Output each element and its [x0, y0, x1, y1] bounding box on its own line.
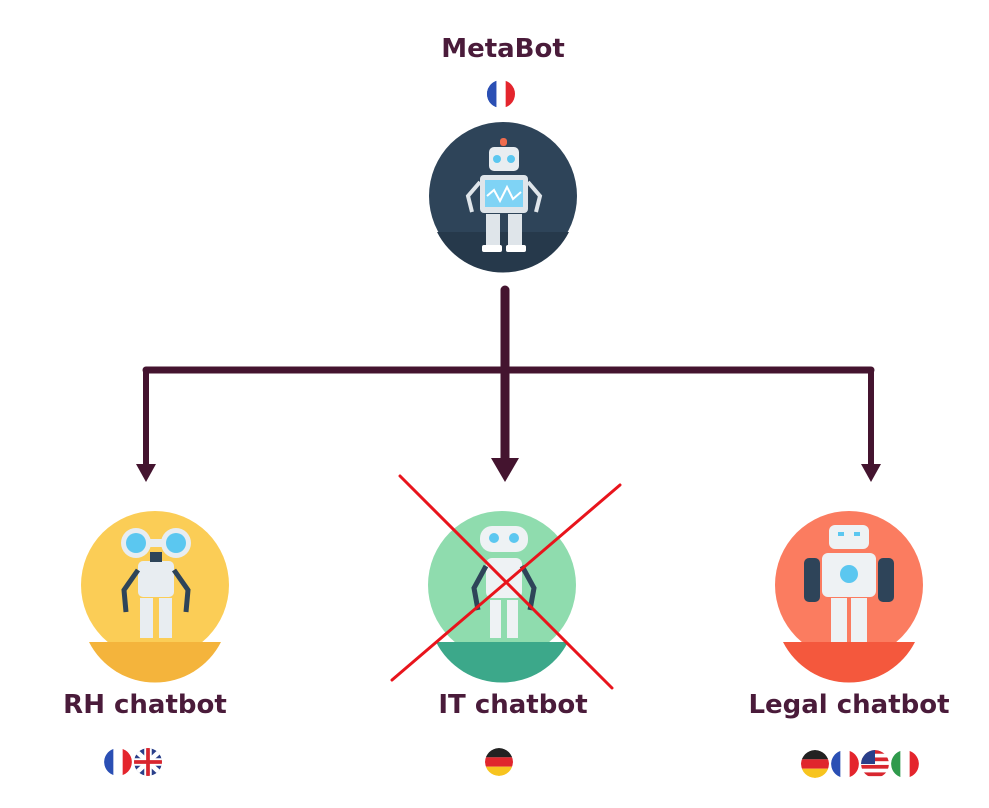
flag-fr-icon — [831, 750, 859, 778]
metabot-badge — [429, 122, 577, 273]
it-chatbot-badge — [390, 474, 622, 690]
arrow-to-legal — [861, 464, 881, 482]
rh-chatbot-languages — [104, 748, 162, 778]
flag-it-icon — [891, 750, 919, 778]
connector-lines — [142, 285, 875, 469]
metabot-languages — [487, 80, 515, 110]
it-chatbot-languages — [485, 748, 513, 778]
legal-chatbot-title: Legal chatbot — [748, 690, 950, 720]
robot-icon — [804, 525, 894, 642]
flag-fr-icon — [487, 80, 515, 108]
robot-icon — [465, 138, 543, 252]
rh-chatbot-title: RH chatbot — [63, 690, 227, 720]
arrow-to-it — [491, 458, 519, 482]
flag-fr-icon — [104, 748, 132, 776]
metabot-title: MetaBot — [441, 34, 565, 64]
cross-out-mark — [390, 474, 622, 690]
legal-chatbot-badge — [775, 511, 923, 683]
it-chatbot-title: IT chatbot — [438, 690, 588, 720]
flag-de-icon — [801, 750, 829, 778]
flag-de-icon — [485, 748, 513, 776]
robot-icon — [121, 528, 191, 638]
flag-gb-icon — [134, 748, 162, 776]
rh-chatbot-badge — [81, 511, 229, 683]
flag-us-icon — [861, 750, 889, 778]
arrow-to-rh — [136, 464, 156, 482]
legal-chatbot-languages — [801, 750, 919, 780]
connector-arrowheads — [136, 458, 881, 482]
